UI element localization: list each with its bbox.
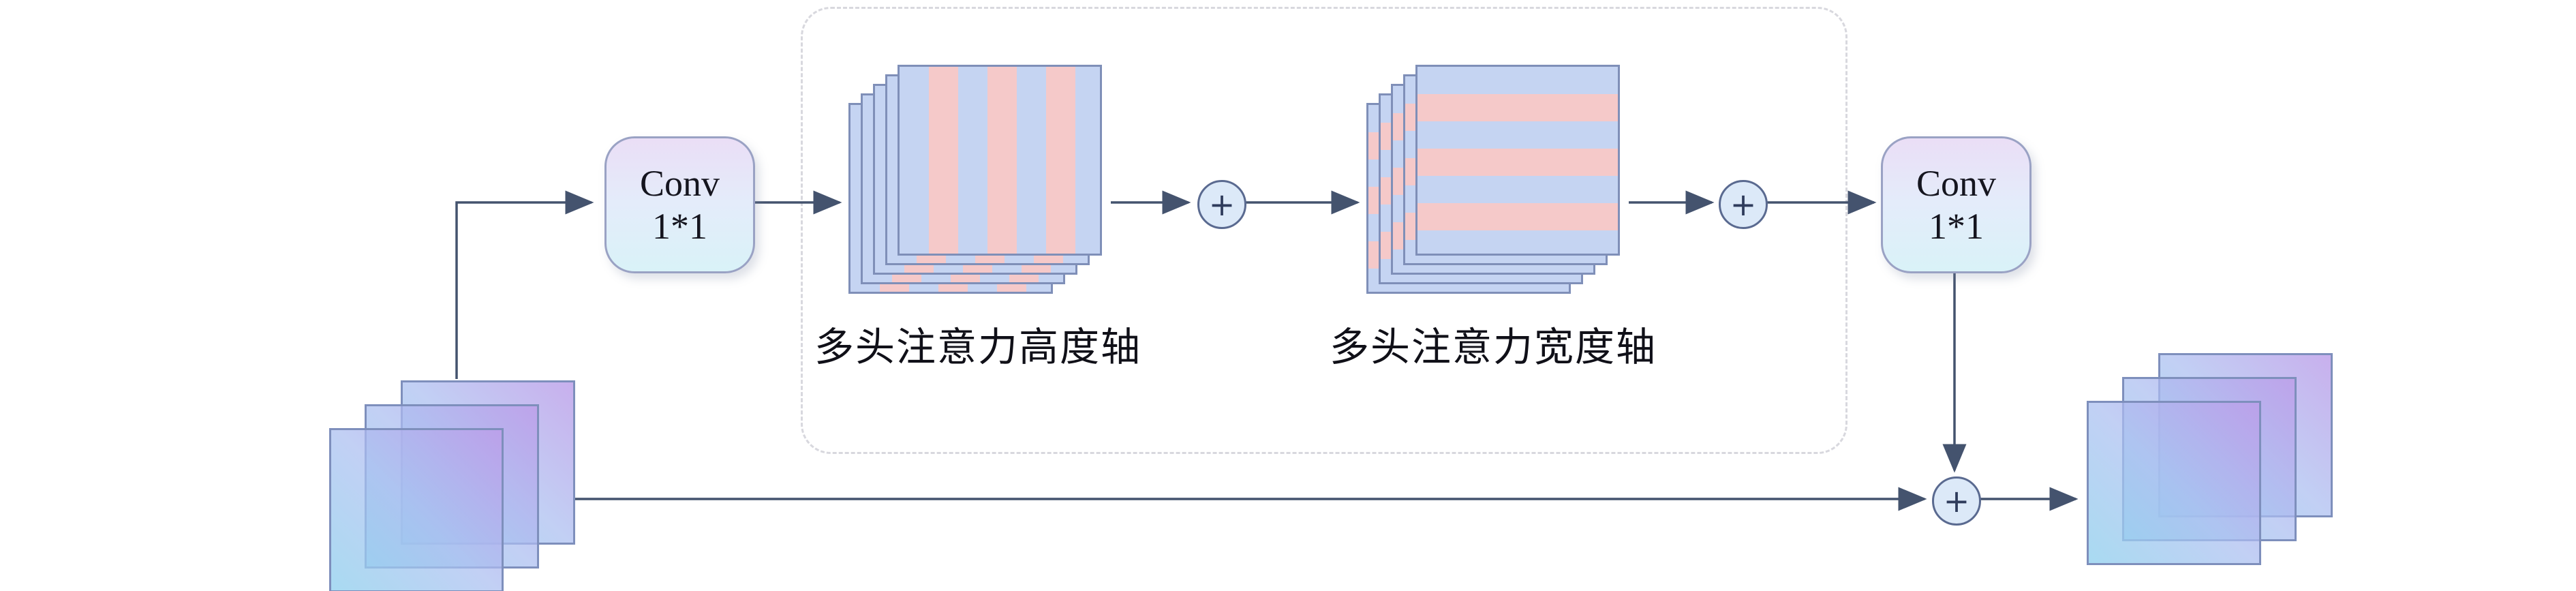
input-feature-map-front [329,428,504,591]
conv1-label-line1: Conv [639,163,720,204]
conv1-label-line2: 1*1 [652,205,707,247]
conv1x1-box-2: Conv 1*1 [1881,136,2031,273]
output-feature-map-front [2087,401,2261,565]
conv2-label-line2: 1*1 [1929,205,1984,247]
height-attention-sheet [898,65,1102,256]
plus-icon: + [1208,186,1236,223]
output-feature-stack [2087,353,2333,565]
conv2-label-line1: Conv [1916,163,1997,204]
plus-icon: + [1943,483,1970,519]
height-axis-attention-stack [848,65,1102,294]
add-operator-3: + [1932,476,1981,526]
height-axis-label: 多头注意力高度轴 [814,325,1142,369]
add-operator-2: + [1719,180,1768,229]
conv1x1-box-1: Conv 1*1 [604,136,755,273]
width-attention-sheet [1415,65,1620,256]
width-axis-attention-stack [1366,65,1620,294]
input-feature-stack [329,380,575,591]
plus-icon: + [1730,186,1757,223]
arrow-input-to-conv1 [455,190,594,379]
width-axis-label: 多头注意力宽度轴 [1330,325,1657,369]
add-operator-1: + [1197,180,1246,229]
